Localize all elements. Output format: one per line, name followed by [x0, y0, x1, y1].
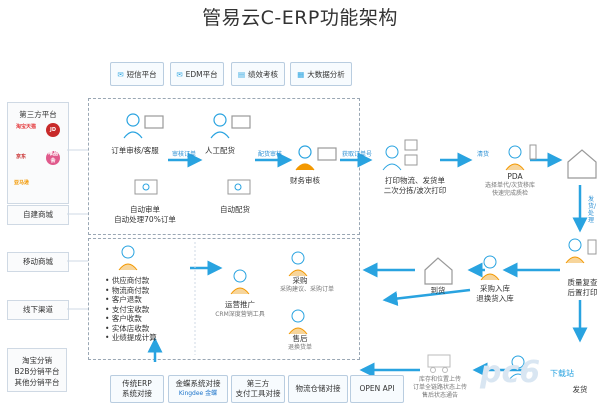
- finance-group: [88, 238, 360, 360]
- finance-review-label: 财务审核: [290, 176, 320, 185]
- pda-person-icon: [505, 144, 537, 171]
- list-item: • 供应商付款: [105, 276, 150, 285]
- print-label: 打印物流、发货单 二次分拣/波次打印: [383, 176, 447, 195]
- assign-review-arrow-label: 配货审核: [258, 151, 283, 158]
- operation-person-icon: [230, 269, 250, 295]
- right-vertical-label: 发货/处理: [588, 196, 597, 224]
- after-sales-person-icon: [288, 309, 308, 335]
- left-connector-lines: [67, 149, 88, 310]
- person-icon-manual-assign: [210, 113, 251, 139]
- manual-assign-label: 人工配货: [205, 146, 235, 155]
- chart-icon: ▤: [237, 69, 246, 79]
- auto-review-label: 自动审单 自动处理70%订单: [114, 205, 176, 224]
- delivery-note-label: 库存和位置上传 订单全链路状态上传 售后状态通告: [412, 376, 467, 399]
- edm-platform-box: ✉ EDM平台: [170, 62, 224, 86]
- operation-label: 运营推广: [225, 300, 255, 309]
- third-party-platform-box: 第三方平台 淘宝天猫 JD 京东 唯品会 亚马逊: [7, 102, 69, 204]
- list-item: • 客户退款: [105, 295, 142, 304]
- arrive-label: 到货: [430, 286, 446, 295]
- message-icon: ✉: [117, 69, 124, 79]
- list-item: • 物流商付款: [105, 285, 150, 295]
- delivery-truck-icon: [427, 354, 451, 373]
- jd-logo: JD: [46, 123, 60, 137]
- receive-person-icon: [480, 255, 500, 281]
- warehouse-icon-top: [567, 149, 597, 179]
- auto-review-monitor-icon: [134, 179, 158, 195]
- finance-person-icon: [118, 245, 138, 271]
- ship-label: 发货: [572, 385, 588, 394]
- purchase-sub-label: 采购建议、采购订单: [279, 286, 334, 293]
- third-party-payment-box: 第三方 支付工具对接: [231, 375, 285, 403]
- performance-box: ▤ 绩效考核: [231, 62, 285, 86]
- vip-logo: 唯品会: [46, 151, 60, 165]
- purchase-person-icon: [288, 251, 308, 277]
- traditional-erp-box: 传统ERP 系统对接: [110, 375, 164, 403]
- list-item: • 业绩提成计算: [105, 333, 157, 342]
- list-item: • 客户收款: [105, 314, 142, 323]
- operation-sub-label: CRM深度营销工具: [215, 311, 265, 318]
- list-item: • 实体店收款: [105, 323, 150, 333]
- order-flow-arrows: [147, 152, 588, 378]
- watermark-sub: 下载站: [550, 369, 574, 378]
- kingdee-box: 金蝶系统对接 Kingdee 金蝶: [168, 375, 228, 403]
- after-sales-sub-label: 退换货单: [287, 344, 312, 351]
- person-icon-finance: [295, 145, 337, 171]
- order-review-label: 订单审核/客服: [111, 146, 159, 155]
- page-title: 管易云C-ERP功能架构: [202, 7, 398, 29]
- analytics-icon: ▦: [297, 69, 305, 79]
- quality-check-label: 质量复查 后置打印: [567, 278, 598, 297]
- offline-channel-box: 线下渠道: [7, 300, 69, 320]
- person-icon-order-review: [123, 113, 164, 139]
- auto-assign-monitor-icon: [227, 179, 251, 195]
- list-item: • 支付宝收款: [105, 304, 150, 314]
- tmall-logo: 淘宝天猫: [16, 124, 37, 130]
- after-sales-label: 售后: [292, 334, 308, 343]
- jingdong-logo: 京东: [16, 154, 27, 160]
- distribution-box: 淘宝分销 B2B分销平台 其他分销平台: [7, 348, 67, 392]
- get-tracking-arrow-label: 获取订单号: [342, 151, 373, 158]
- receive-label: 采购入库 退换货入库: [476, 284, 514, 303]
- review-order-arrow-label: 审核订单: [172, 151, 197, 158]
- quality-person-icon: [565, 238, 597, 264]
- printer-icon-group: [382, 139, 418, 171]
- open-api-box: OPEN API: [350, 375, 404, 403]
- pda-sub-label: 选择单代/次货移库 快速完成质检: [484, 182, 536, 197]
- finance-items-list: • 供应商付款 • 物流商付款 • 客户退款 • 支付宝收款 • 客户收款 • …: [105, 276, 185, 343]
- mobile-mall-box: 移动商城: [7, 252, 69, 272]
- pack-arrow-label: 清货: [477, 151, 490, 158]
- warehouse-icon-middle: [424, 257, 453, 285]
- purchase-label: 采购: [292, 276, 308, 285]
- customer-person-icon: [508, 355, 528, 381]
- watermark-logo: pc6: [480, 355, 541, 390]
- big-data-box: ▦ 大数据分析: [290, 62, 352, 86]
- sms-platform-box: ✉ 短信平台: [110, 62, 164, 86]
- auto-assign-label: 自动配货: [220, 205, 250, 214]
- self-built-mall-box: 自建商城: [7, 205, 69, 225]
- logistics-box: 物流仓储对接: [288, 375, 348, 403]
- pda-label: PDA: [507, 172, 523, 181]
- email-icon: ✉: [176, 69, 183, 79]
- amazon-logo: 亚马逊: [14, 180, 30, 186]
